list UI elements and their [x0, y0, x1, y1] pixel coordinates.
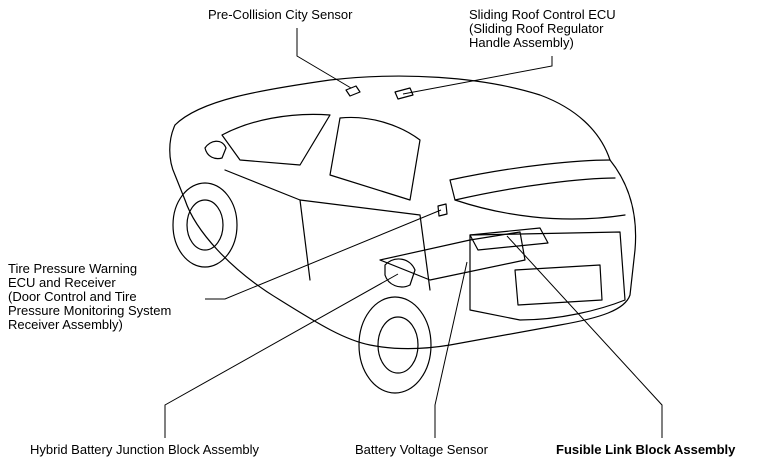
- door-line: [224, 169, 431, 291]
- rear-wheel: [358, 296, 432, 394]
- leader-hybrid-battery: [164, 273, 399, 438]
- battery-cutaway: [379, 231, 526, 281]
- leader-fusible-link: [506, 235, 663, 438]
- leader-pre-collision: [296, 28, 352, 89]
- car-body-outline: [169, 124, 637, 350]
- roof-sensor: [345, 85, 361, 97]
- rear-glass: [454, 199, 626, 220]
- rear-hatch: [449, 159, 616, 201]
- fusible-link-block-label: Fusible Link Block Assembly: [556, 442, 736, 457]
- license-recess: [514, 264, 603, 306]
- leader-sliding-roof: [402, 56, 553, 95]
- pre-collision-sensor-label: Pre-Collision City Sensor: [208, 7, 353, 22]
- front-window: [221, 113, 331, 166]
- leader-battery-voltage: [434, 261, 468, 438]
- car-roof-outline: [174, 75, 611, 161]
- tpms-receiver-label: Tire Pressure Warning ECU and Receiver (…: [8, 261, 172, 332]
- rear-window: [329, 116, 421, 201]
- roof-ecu: [394, 87, 414, 100]
- battery-voltage-sensor-label: Battery Voltage Sensor: [355, 442, 488, 457]
- junction-block: [384, 258, 416, 288]
- leader-tpms: [205, 209, 442, 300]
- hybrid-battery-junction-label: Hybrid Battery Junction Block Assembly: [30, 442, 260, 457]
- sliding-roof-ecu-label: Sliding Roof Control ECU (Sliding Roof R…: [469, 7, 616, 50]
- mirror: [204, 140, 227, 160]
- rear-panel: [469, 231, 626, 321]
- front-wheel: [172, 182, 238, 268]
- front-wheel-hub: [186, 199, 224, 251]
- battery-pack: [469, 227, 549, 251]
- tpms-module: [437, 203, 448, 217]
- rear-wheel-hub: [377, 316, 419, 374]
